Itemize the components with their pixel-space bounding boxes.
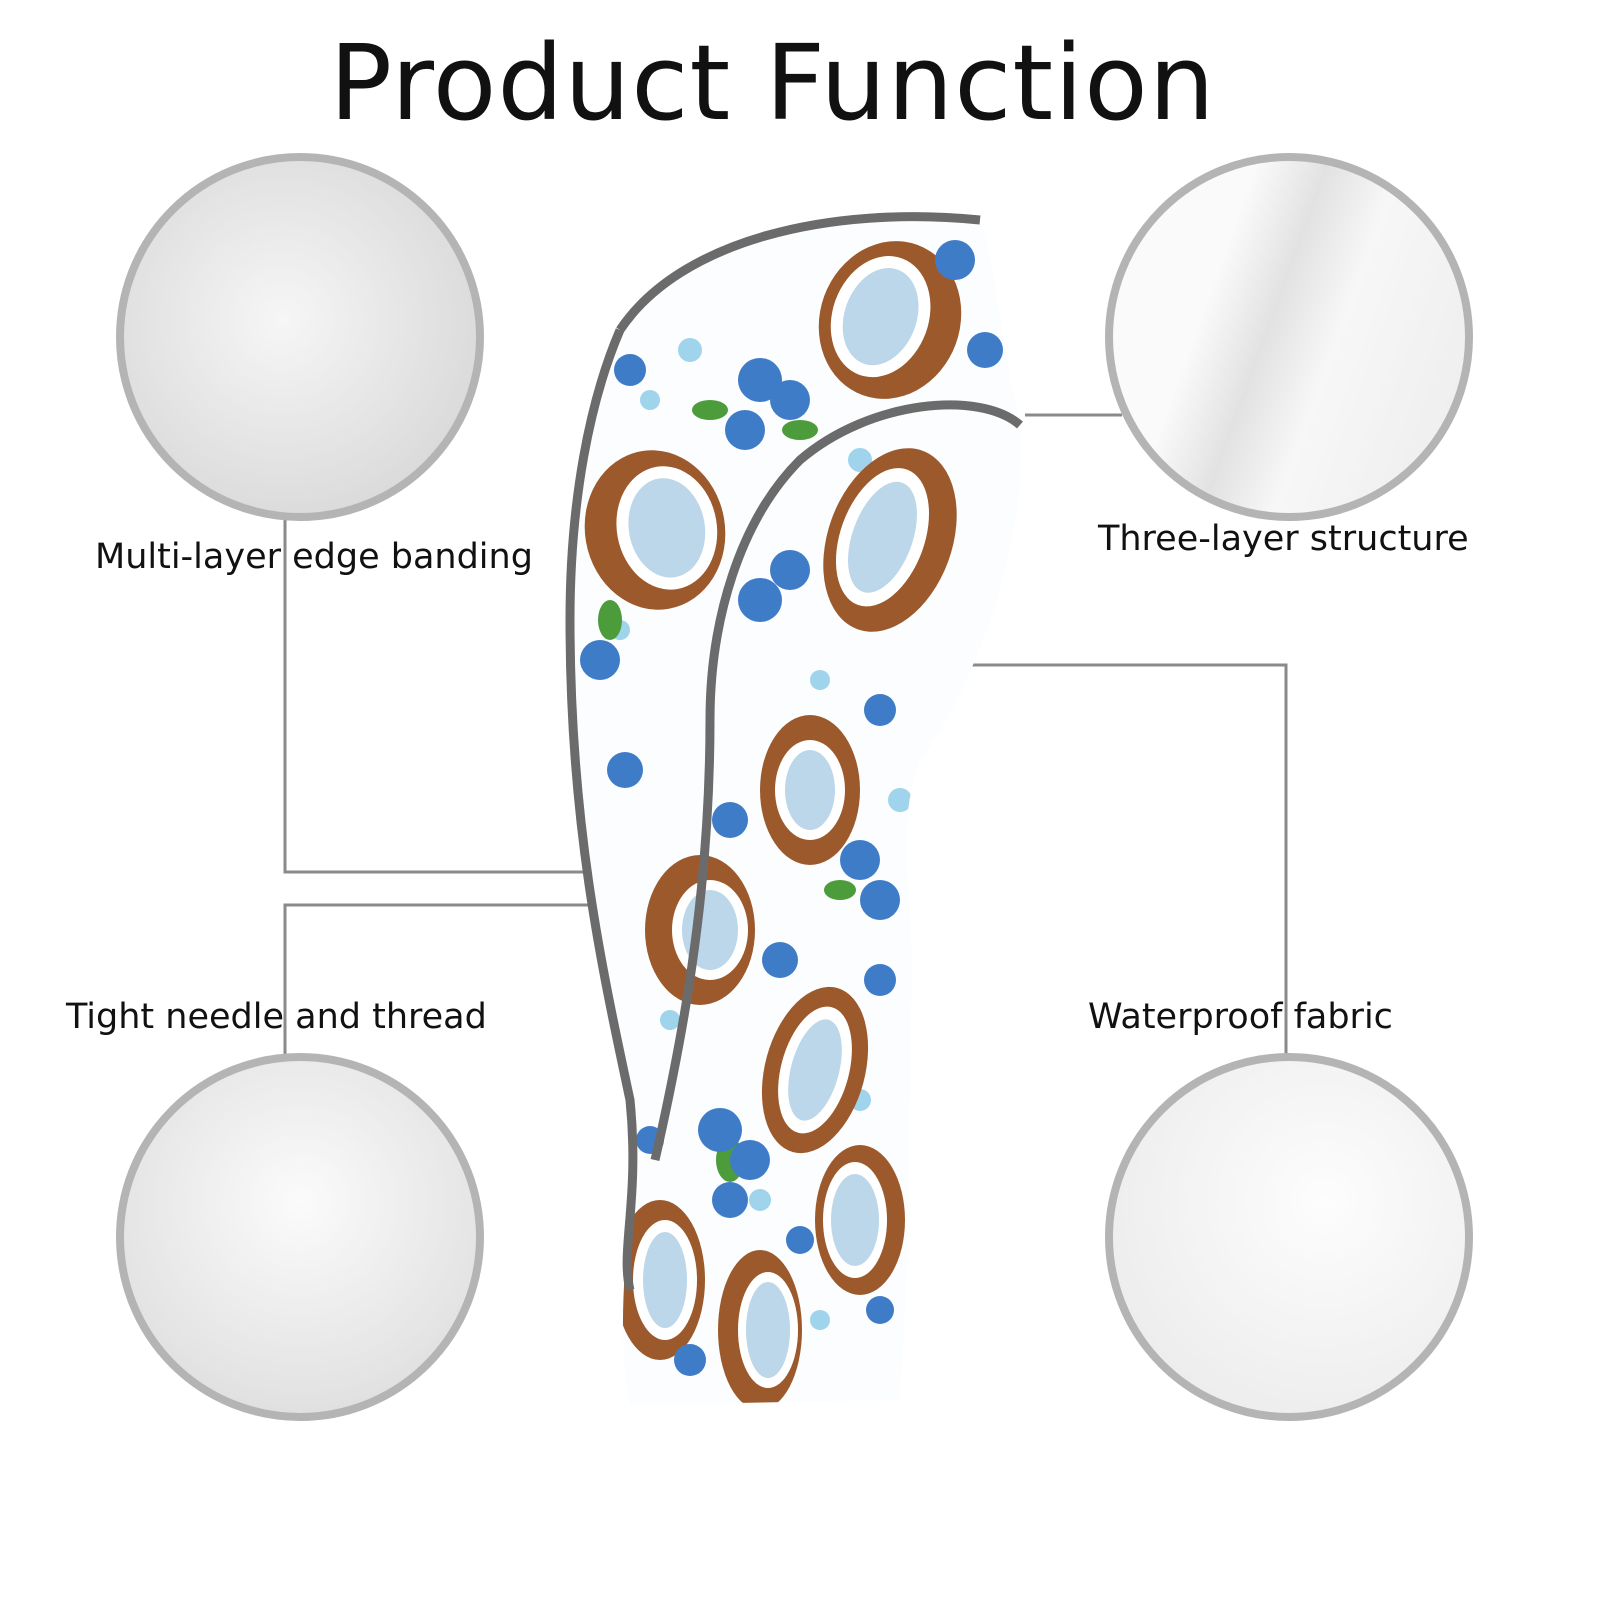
feature-label-edge-banding: Multi-layer edge banding	[95, 537, 533, 577]
headcover-product-image	[565, 212, 1023, 1405]
detail-circle-needle-thread	[116, 1053, 484, 1421]
edge-banding-trim	[565, 212, 1023, 1292]
feature-label-needle-thread: Tight needle and thread	[66, 997, 487, 1037]
blueberry-pattern	[580, 240, 1003, 1376]
detail-circle-edge-banding	[116, 153, 484, 521]
coconut-pattern	[584, 241, 962, 1405]
feature-label-three-layer: Three-layer structure	[1098, 519, 1469, 559]
page-title: Product Function	[329, 22, 1216, 144]
detail-circle-waterproof	[1105, 1053, 1473, 1421]
detail-circle-three-layer	[1105, 153, 1473, 521]
feature-label-waterproof: Waterproof fabric	[1088, 997, 1393, 1037]
